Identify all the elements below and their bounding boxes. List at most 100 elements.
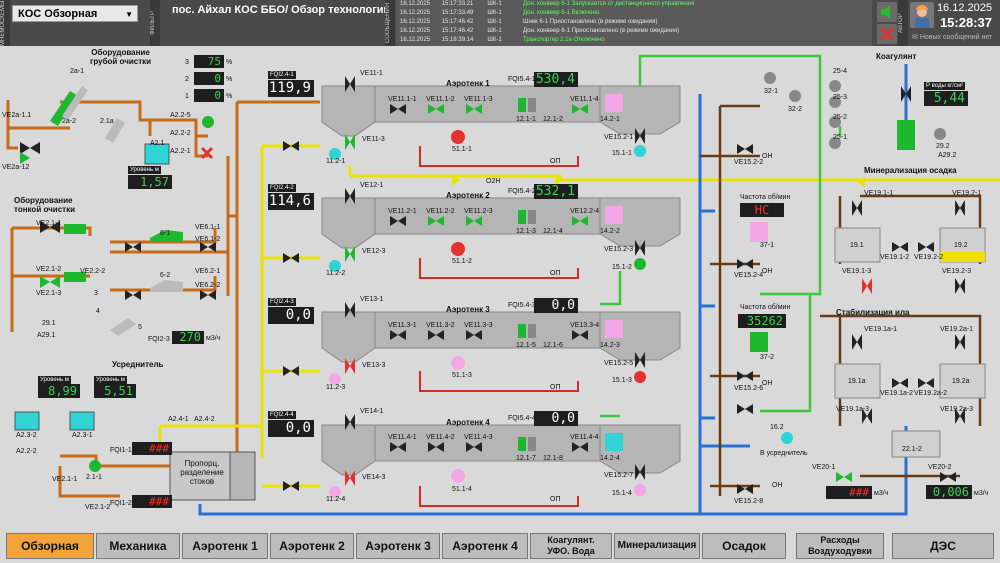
nav-aerotank-4[interactable]: Аэротенк 4 (442, 533, 528, 559)
pump-label: 12.1-5 (516, 342, 536, 349)
label-4: 4 (96, 308, 100, 315)
pump-label: 11.2-2 (326, 270, 346, 277)
aerotank-3-fqi5-value: 0,0 (534, 298, 578, 313)
aerotank-1-fqi5-value: 530,4 (534, 72, 578, 87)
scheme-selector[interactable]: КОС Обзорная▼ (12, 5, 138, 22)
message-row: 16.12.2025 15:17:46.42 ШК-1 Дон. конвеер… (400, 28, 680, 34)
label-ve20-1: VE20-1 (812, 464, 836, 471)
nav-overview[interactable]: Обзорная (6, 533, 94, 559)
aerotank-2-fqi5-label: FQI5.4-2 (508, 188, 536, 195)
author-tab[interactable]: АВТОР (898, 0, 908, 46)
valve-label: VE11-1 (360, 70, 383, 77)
valve-label: VE11.2-1 (388, 208, 417, 215)
label-ve19-2a-3: VE19.2а-3 (940, 406, 974, 413)
thickener-title: Усреднитель (112, 360, 164, 369)
blower-32-2: 32-2 (788, 106, 803, 113)
label-2a-1: 2а-1 (70, 68, 85, 75)
tank-22-1-2: 22.1-2 (902, 446, 922, 453)
acknowledge-button[interactable] (877, 24, 897, 44)
nav-aerotank-1[interactable]: Аэротенк 1 (182, 533, 268, 559)
header-bar: МНЕМОСХЕМЫ КОС Обзорная▼ ФИЛЬТР пос. Айх… (0, 0, 1000, 46)
label-a23-2: А2.3-2 (16, 432, 37, 439)
label-ve61-2: VE6.1-2 (195, 236, 221, 243)
fqi2-3-value: 270 (172, 331, 204, 344)
label-ve22-2: VE2.2-2 (80, 268, 106, 275)
tank-19-2a: 19.2а (952, 378, 970, 385)
label-ve19-2-1: VE19.2-1 (952, 190, 982, 197)
nav-des[interactable]: ДЭС (892, 533, 994, 559)
freq1-value: НС (740, 203, 784, 217)
valve-label: VE13-1 (360, 296, 384, 303)
page-title: пос. Айхал КОС ББО/ Обзор технологии (172, 4, 391, 16)
valve-label: VE11.4-4 (570, 434, 599, 441)
label-ve21-2: VE2.1-2 (36, 266, 62, 273)
valve-label: VE15.2-3 (604, 246, 634, 253)
mineral-tanks (834, 227, 986, 458)
aerotank-2-fqi-value: 114,6 (268, 193, 314, 210)
sound-button[interactable] (877, 2, 897, 22)
label-a22-5: А2.2-5 (170, 112, 191, 119)
pump-label: 12.1-4 (543, 228, 563, 235)
flow-f2-unit: м3/ч (974, 490, 989, 497)
valve-label: VE13.3-4 (570, 322, 600, 329)
pumps (89, 72, 946, 498)
aerotank-2-fqi-label: FQI2.4-2 (268, 184, 296, 192)
pump-label: 11.2-4 (326, 496, 346, 503)
mixer-label: 51.1-1 (452, 146, 472, 153)
valve-label: VE12-3 (362, 248, 386, 255)
mixer-label: 51.1-4 (452, 486, 472, 493)
coag-a29-2: А29.2 (938, 152, 957, 159)
message-row: 16.12.2025 15:17:46.42 ШК-1 Шнек 6-1 При… (400, 19, 658, 25)
aerotank-2-title: Аэротенк 2 (446, 191, 490, 200)
messages-tab[interactable]: СООБЩЕНИЯ (385, 0, 395, 46)
label-21-1: 2.1-1 (86, 474, 102, 481)
coag-29-2: 29.2 (936, 143, 950, 150)
filter-tab[interactable]: ФИЛЬТР (150, 0, 160, 46)
pump-label: 11.2-1 (326, 158, 346, 165)
pump-label: 12.1-2 (543, 116, 563, 123)
message-row: 16.12.2025 15:17:33.21 ШК-1 Дон. конвеер… (400, 1, 695, 7)
label-ve62-1: VE6.2-1 (195, 268, 221, 275)
freq2-id: 37-2 (760, 354, 775, 361)
thickener-level2-label: Уровень м (94, 376, 127, 384)
nav-sludge[interactable]: Осадок (702, 533, 786, 559)
label-6-2: 6-2 (160, 272, 171, 279)
worker-icon (915, 5, 929, 28)
nav-mineralization[interactable]: Минерализация (614, 533, 700, 559)
aerotank-3-fqi5-label: FQI5.4-3 (508, 302, 536, 309)
valve-label: VE15.2-1 (604, 134, 634, 141)
on-label: ОН (762, 153, 773, 160)
thickener-level1-value: 8,99 (38, 384, 80, 398)
mineral-title: Минерализация осадка (864, 166, 957, 175)
valve-label: VE11.4-2 (426, 434, 455, 441)
equipment (14, 86, 915, 451)
nav-aerotank-2[interactable]: Аэротенк 2 (270, 533, 354, 559)
valve-label: VE11-3 (362, 136, 385, 143)
aerotank-1-fqi5-label: FQI5.4-1 (508, 76, 536, 83)
flow-f-unit: м3/ч (874, 490, 889, 497)
freq2-title: Частота об/мин (740, 304, 791, 311)
label-5: 5 (138, 324, 142, 331)
fqi2-3-label: FQI2-3 (148, 336, 170, 343)
label-ve19-2-2: VE19.2-2 (914, 254, 944, 261)
label-ve19-2a-2: VE19.2а-2 (914, 390, 948, 397)
aerotank-3-fqi-value: 0,0 (268, 307, 314, 324)
aerotank-3-fqi-label: FQI2.4-3 (268, 298, 296, 306)
nav-coagulant[interactable]: Коагулянт.УФО. Вода (530, 533, 612, 559)
pump-label: 11.2-3 (326, 384, 346, 391)
valve-label: VE14-1 (360, 408, 384, 415)
blower-25-1: 25-1 (833, 134, 848, 141)
nav-aerotank-3[interactable]: Аэротенк 3 (356, 533, 440, 559)
label-6-1: 6-1 (160, 230, 171, 237)
op-label: ОП (550, 384, 561, 391)
message-log[interactable]: 16.12.2025 15:17:33.21 ШК-1 Дон. конвеер… (396, 0, 872, 46)
close-icon (879, 26, 895, 42)
label-a23-1: А2.3-1 (72, 432, 93, 439)
stabilization-title: Стабилизация ила (836, 308, 910, 317)
mnemonic-tab[interactable]: МНЕМОСХЕМЫ (0, 0, 10, 46)
user-avatar[interactable] (910, 2, 934, 28)
op-label: ОП (550, 496, 561, 503)
nav-mechanics[interactable]: Механика (96, 533, 180, 559)
